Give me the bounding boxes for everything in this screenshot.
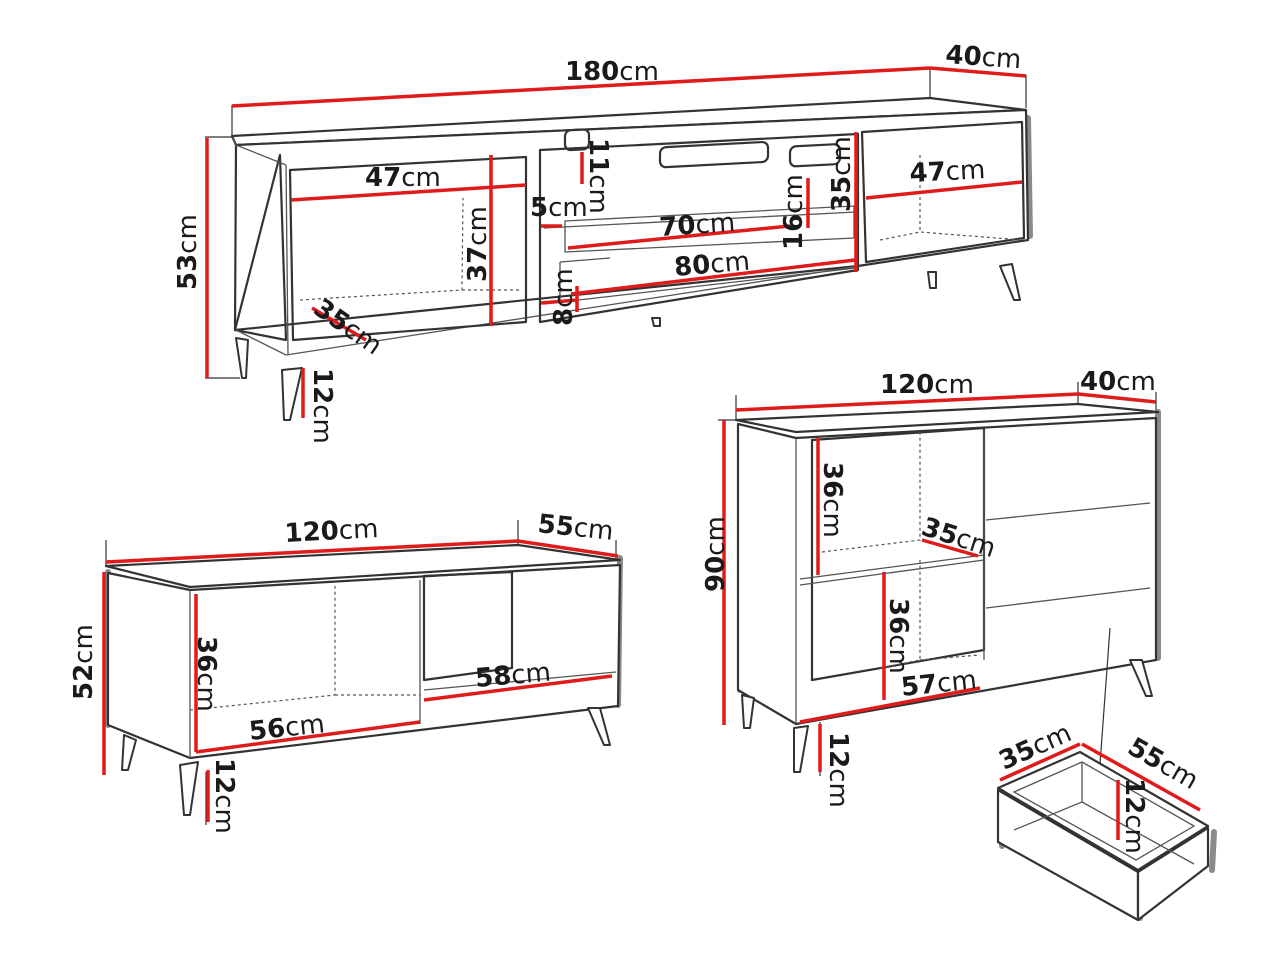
- low-leg-height-label: 12cm: [209, 758, 239, 834]
- tv-slot-right: [788, 143, 842, 168]
- drawer: 35cm 55cm 12cm: [995, 718, 1217, 922]
- sideboard-leg-front-left: [793, 725, 809, 773]
- tv-width-label: 180cm: [565, 57, 659, 87]
- tv-slot-left: [563, 128, 591, 152]
- sideboard-lower-height-label: 36cm: [883, 598, 913, 674]
- drawer-height-label: 12cm: [1119, 778, 1149, 854]
- sideboard-leg-height-label: 12cm: [823, 732, 853, 808]
- drawer-depth-label: 35cm: [995, 718, 1076, 776]
- sideboard-leg-right: [1129, 659, 1153, 697]
- low-cabinet-top: [104, 543, 622, 589]
- tv-inner-width-label: 70cm: [658, 208, 736, 243]
- sideboard-leg-back-left: [741, 694, 755, 729]
- tv-inner-height-label: 16cm: [779, 174, 809, 250]
- tv-slot-center: [658, 140, 770, 169]
- low-comp-width-label: 56cm: [248, 709, 327, 747]
- sideboard-depth-label: 40cm: [1080, 367, 1156, 397]
- tv-stand: 180cm 40cm 53cm 47cm 47cm 37cm 35cm 12cm…: [173, 40, 1033, 444]
- sideboard-comp-width-label: 57cm: [900, 665, 979, 703]
- drawer-side: [1136, 826, 1210, 922]
- tv-height-label: 53cm: [173, 214, 203, 290]
- low-depth-label: 55cm: [536, 509, 615, 547]
- low-width-label: 120cm: [284, 514, 379, 549]
- tv-right-width-label: 47cm: [909, 155, 986, 189]
- low-leg-back-left: [121, 734, 137, 771]
- tv-leg-back-left: [235, 337, 249, 379]
- drawer-rim: [996, 750, 1210, 872]
- low-comp-height-label: 36cm: [191, 636, 221, 712]
- low-cabinet: 120cm 55cm 52cm 36cm 56cm 58cm 12cm: [69, 509, 623, 834]
- sideboard: 120cm 40cm 90cm 36cm 35cm 36cm 57cm 12cm: [701, 367, 1161, 808]
- tv-bottom-gap-label: 8cm: [549, 268, 579, 326]
- low-height-label: 52cm: [69, 624, 99, 700]
- tv-leg-height-label: 12cm: [307, 368, 337, 444]
- low-leg-front-left: [179, 761, 199, 816]
- tv-center-height-label: 35cm: [827, 136, 857, 212]
- tv-leg-front-right: [999, 263, 1021, 301]
- sideboard-height-label: 90cm: [701, 516, 731, 592]
- tv-shelf-gap-label: 5cm: [530, 193, 588, 223]
- tv-leg-front-left: [281, 367, 303, 421]
- tv-center-width-label: 80cm: [673, 246, 751, 282]
- low-open-width-label: 58cm: [474, 657, 552, 693]
- tv-left-height-label: 37cm: [463, 206, 493, 282]
- sideboard-upper-height-label: 36cm: [817, 462, 847, 538]
- tv-left-width-label: 47cm: [365, 163, 441, 193]
- tv-depth-label: 40cm: [945, 40, 1023, 75]
- tv-slot-height-label: 11cm: [583, 138, 613, 214]
- sideboard-width-label: 120cm: [880, 370, 974, 400]
- low-leg-right: [587, 707, 611, 746]
- sideboard-top: [734, 402, 1160, 434]
